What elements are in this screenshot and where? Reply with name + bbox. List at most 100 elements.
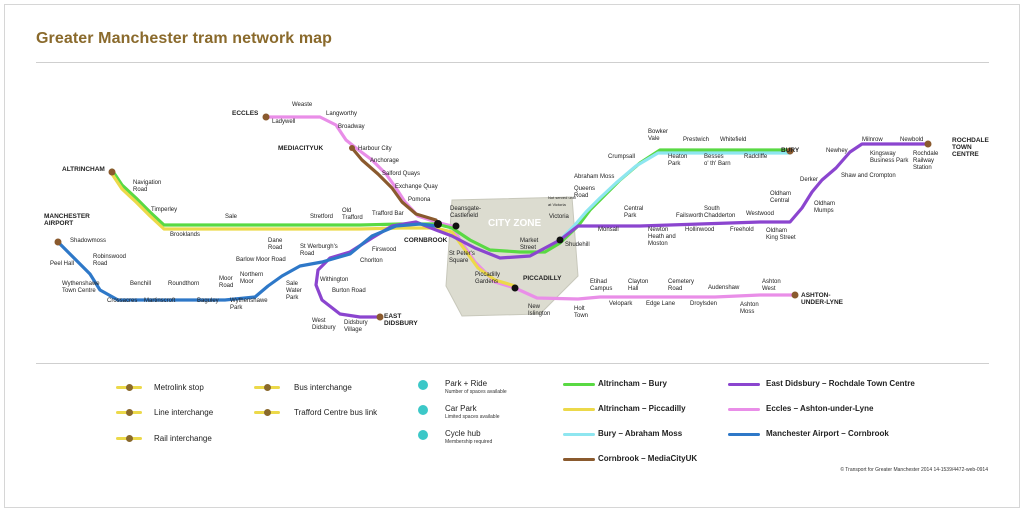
legend-line-label: Bury – Abraham Moss: [598, 429, 683, 438]
station-label: ECCLES: [232, 110, 259, 117]
line-eccles-ashton: [264, 115, 797, 301]
legend-line-label: Eccles – Ashton-under-Lyne: [766, 404, 874, 413]
legend-divider: [36, 363, 989, 364]
legend-symbol-label: Metrolink stop: [154, 383, 204, 392]
station-label: Benchill: [130, 281, 151, 287]
legend-line-swatch: [563, 458, 595, 461]
legend-symbol-label: Rail interchange: [154, 434, 212, 443]
interchange-deansgate: [452, 222, 460, 230]
facility-label: Car Park: [445, 404, 477, 413]
station-label: Milnrow: [862, 137, 883, 143]
facility-label: Park + Ride: [445, 379, 488, 388]
terminus-east-didsbury: [376, 313, 384, 321]
station-label: Sale: [225, 214, 238, 220]
station-label: Timperley: [151, 207, 177, 213]
legend-symbol-label: Trafford Centre bus link: [294, 408, 378, 417]
station-label: Firswood: [372, 247, 396, 253]
legend-line-label: Cornbrook – MediaCityUK: [598, 454, 698, 463]
station-label: Victoria: [549, 214, 570, 220]
station-label: Langworthy: [326, 111, 357, 117]
legend-line-label: Altrincham – Bury: [598, 379, 667, 388]
terminus-altrincham: [108, 168, 116, 176]
legend-line-swatch: [563, 408, 595, 411]
station-label: ALTRINCHAM: [62, 166, 105, 173]
station-label: Velopark: [609, 301, 633, 307]
station-label: Newbold: [900, 137, 923, 143]
legend-symbol-marker: [264, 384, 271, 391]
station-label: Withington: [320, 277, 348, 283]
legend-symbol-marker: [126, 435, 133, 442]
station-label: Crumpsall: [608, 154, 635, 160]
station-label: Trafford Bar: [372, 211, 404, 217]
station-label: Shadowmoss: [70, 238, 106, 244]
station-label: Chorlton: [360, 258, 383, 264]
station-label: Abraham Moss: [574, 174, 614, 180]
station-label: Hollinwood: [685, 227, 714, 233]
station-label: CORNBROOK: [404, 237, 448, 244]
station-label: Pomona: [408, 197, 431, 203]
station-label: Droylsden: [690, 301, 717, 307]
legend-line-label: Altrincham – Piccadilly: [598, 404, 686, 413]
legend-symbol-marker: [126, 409, 133, 416]
line-cornbrook-mediacity: [350, 146, 438, 222]
station-label: Harbour City: [358, 146, 392, 152]
legend-line-swatch: [728, 383, 760, 386]
title-divider: [36, 62, 989, 63]
station-label: Newhey: [826, 148, 848, 154]
city-zone-label: CITY ZONE: [488, 218, 541, 229]
legend-line-swatch: [563, 383, 595, 386]
station-label: Crossacres: [107, 298, 137, 304]
station-label: MEDIACITYUK: [278, 145, 323, 152]
legend-line-swatch: [728, 408, 760, 411]
terminus-airport: [54, 238, 62, 246]
station-label: Burton Road: [332, 288, 366, 294]
station-label: BURY: [781, 147, 800, 154]
terminus-ashton: [791, 291, 799, 299]
facility-label: Cycle hub: [445, 429, 481, 438]
station-label: Failsworth: [676, 213, 703, 219]
terminus-rochdale: [924, 140, 932, 148]
station-label: Prestwich: [683, 137, 709, 143]
station-label: Whitefield: [720, 137, 746, 143]
legend-line-swatch: [728, 433, 760, 436]
terminus-eccles: [262, 113, 270, 121]
station-label: Monsall: [598, 227, 619, 233]
station-label: ASHTON-UNDER-LYNE: [801, 292, 844, 306]
legend-symbol-label: Line interchange: [154, 408, 214, 417]
station-label: Deansgate-Castlefield: [450, 206, 481, 219]
station-label: Martinscroft: [144, 298, 176, 304]
station-label: Radcliffe: [744, 154, 768, 160]
station-label: Audenshaw: [708, 285, 740, 291]
station-label: Freehold: [730, 227, 754, 233]
station-label: Weaste: [292, 102, 313, 108]
legend-line-label: East Didsbury – Rochdale Town Centre: [766, 379, 915, 388]
facility-icon: [418, 405, 428, 415]
station-label: Stretford: [310, 214, 333, 220]
station-label: Westwood: [746, 211, 774, 217]
station-label: Salford Quays: [382, 171, 420, 177]
